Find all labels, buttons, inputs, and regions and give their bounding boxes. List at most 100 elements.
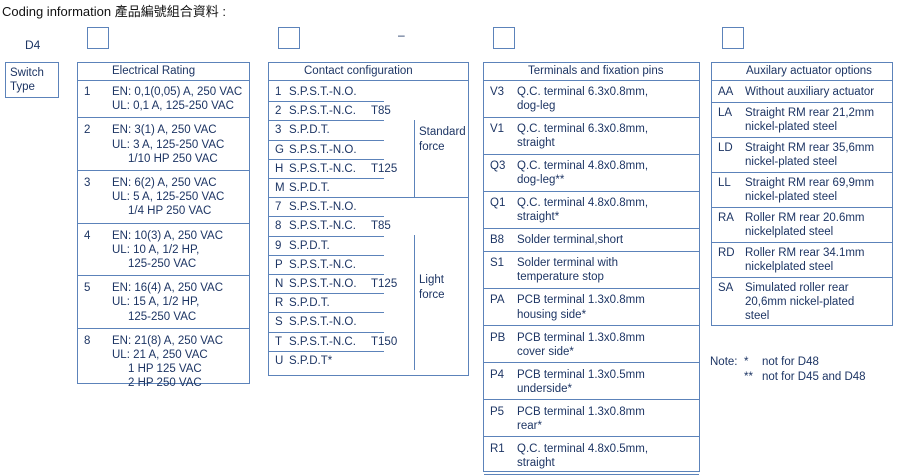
actuator-row-code: AA (718, 86, 734, 98)
electrical-row-text: 125-250 VAC (128, 310, 197, 323)
electrical-row-text: EN: 0,1(0,05) A, 250 VAC (112, 86, 243, 98)
electrical-row-text: UL: 0,1 A, 125-250 VAC (112, 100, 234, 113)
terminals-row-text: Q.C. terminal 4.8x0.5mm, (517, 442, 649, 455)
contact-row-text: S.P.D.T. (289, 239, 330, 252)
contact-divider (269, 274, 384, 275)
terminals-row-text: PCB terminal 1.3x0.8mm (517, 294, 645, 307)
contact-row-code: M (275, 182, 285, 194)
contact-row-text: S.P.S.T.-N.C. (289, 258, 356, 271)
terminals-row-text: straight (517, 456, 555, 469)
contact-divider (269, 254, 384, 256)
standard-force-label: Standard (419, 126, 466, 138)
contact-divider (269, 312, 384, 314)
terminals-divider (484, 325, 699, 327)
actuator-divider (712, 241, 892, 243)
contact-divider (269, 197, 469, 199)
electrical-divider (78, 275, 249, 277)
terminals-row-text: underside* (517, 382, 572, 395)
actuator-header: Auxilary actuator options (712, 63, 892, 81)
actuator-row-text: Straight RM rear 69,9mm (745, 176, 875, 189)
code-separator: – (398, 28, 405, 42)
note-label: Note: (710, 356, 738, 368)
electrical-row-text: 125-250 VAC (128, 257, 197, 270)
terminals-row-text: temperature stop (517, 271, 604, 284)
contact-divider (269, 235, 384, 237)
contact-divider (269, 178, 384, 179)
contact-row-text: S.P.S.T.-N.C. (289, 105, 356, 118)
electrical-code-box[interactable] (87, 27, 109, 49)
contact-divider (269, 331, 384, 333)
contact-divider (269, 293, 384, 295)
terminals-row-text: Solder terminal,short (517, 234, 624, 247)
terminals-row-text: Q.C. terminal 6.3x0.8mm, (517, 123, 649, 136)
contact-row-code: 9 (275, 239, 282, 252)
page-title: Coding information 產品編號組合資料 : (2, 4, 226, 19)
actuator-row-text: nickelplated steel (745, 260, 834, 273)
actuator-row-text: nickel-plated steel (745, 155, 838, 168)
terminals-row-code: Q3 (490, 160, 506, 173)
terminals-row-text: PCB terminal 1.3x0.8mm (517, 331, 645, 344)
terminals-divider (484, 250, 699, 252)
terminals-divider (484, 190, 699, 192)
actuator-divider (712, 206, 892, 208)
electrical-divider (78, 222, 249, 224)
contact-row-text: S.P.S.T.-N.O. (289, 316, 357, 329)
contact-row-suffix: T125 (371, 162, 398, 175)
contact-row-code: R (275, 297, 284, 310)
terminals-row-code: P5 (490, 405, 505, 418)
contact-row-code: 7 (275, 201, 282, 214)
terminals-row-text: housing side* (517, 308, 587, 321)
actuator-row-code: LD (718, 141, 733, 154)
actuator-row-code: RD (718, 246, 735, 259)
terminals-row-text: rear* (517, 419, 542, 432)
terminals-row-text: Q.C. terminal 4.8x0.8mm, (517, 197, 649, 210)
terminals-row-code: S1 (490, 257, 505, 270)
contact-row-text: S.P.D.T. (289, 297, 330, 310)
contact-divider (269, 350, 384, 352)
actuator-divider (712, 136, 892, 138)
electrical-row-text: 1/10 HP 250 VAC (128, 152, 218, 165)
actuator-row-text: Roller RM rear 20.6mm (745, 211, 865, 224)
contact-row-code: T (275, 335, 283, 348)
contact-row-code: P (275, 258, 283, 271)
contact-row-suffix: T85 (371, 105, 391, 118)
contact-row-text: S.P.D.T. (289, 124, 330, 137)
contact-divider (269, 139, 384, 141)
actuator-row-text: steel (745, 310, 770, 323)
actuator-row-code: RA (718, 211, 734, 224)
actuator-row-text: 20,6mm nickel-plated (745, 295, 855, 308)
terminals-row-code: B8 (490, 234, 505, 247)
electrical-row-code: 4 (84, 229, 91, 242)
actuator-row-text: Straight RM rear 21,2mm (745, 106, 875, 119)
contact-row-text: S.P.S.T.-N.C. (289, 162, 356, 175)
actuator-row-code: SA (718, 281, 734, 294)
actuator-divider (712, 101, 892, 103)
terminals-code-box[interactable] (493, 27, 515, 49)
switch-type-box: Switch Type (5, 62, 59, 98)
actuator-divider (712, 276, 892, 278)
contact-row-text: S.P.D.T. (289, 182, 330, 194)
contact-row-text: S.P.S.T.-N.C. (289, 335, 356, 348)
contact-row-code: H (275, 162, 284, 175)
actuator-row-code: LL (718, 176, 731, 189)
contact-row-code: U (275, 354, 284, 367)
electrical-rating-header: Electrical Rating (78, 63, 249, 81)
actuator-divider (712, 171, 892, 173)
actuator-code-box[interactable] (722, 27, 744, 49)
electrical-row-code: 8 (84, 334, 91, 347)
contact-row-suffix: T85 (371, 220, 391, 233)
actuator-row-text: Straight RM rear 35,6mm (745, 141, 875, 154)
contact-row-text: S.P.S.T.-N.O. (289, 201, 357, 214)
electrical-divider (78, 117, 249, 119)
note-mark-1: * (744, 356, 749, 368)
contact-divider (269, 101, 384, 103)
switch-type-code: D4 (25, 38, 41, 52)
contact-code-box[interactable] (278, 27, 300, 49)
standard-force-bracket (414, 120, 415, 197)
actuator-row-code: LA (718, 106, 733, 119)
actuator-row-text: Simulated roller rear (745, 281, 849, 294)
terminals-row-text: cover side* (517, 345, 574, 358)
